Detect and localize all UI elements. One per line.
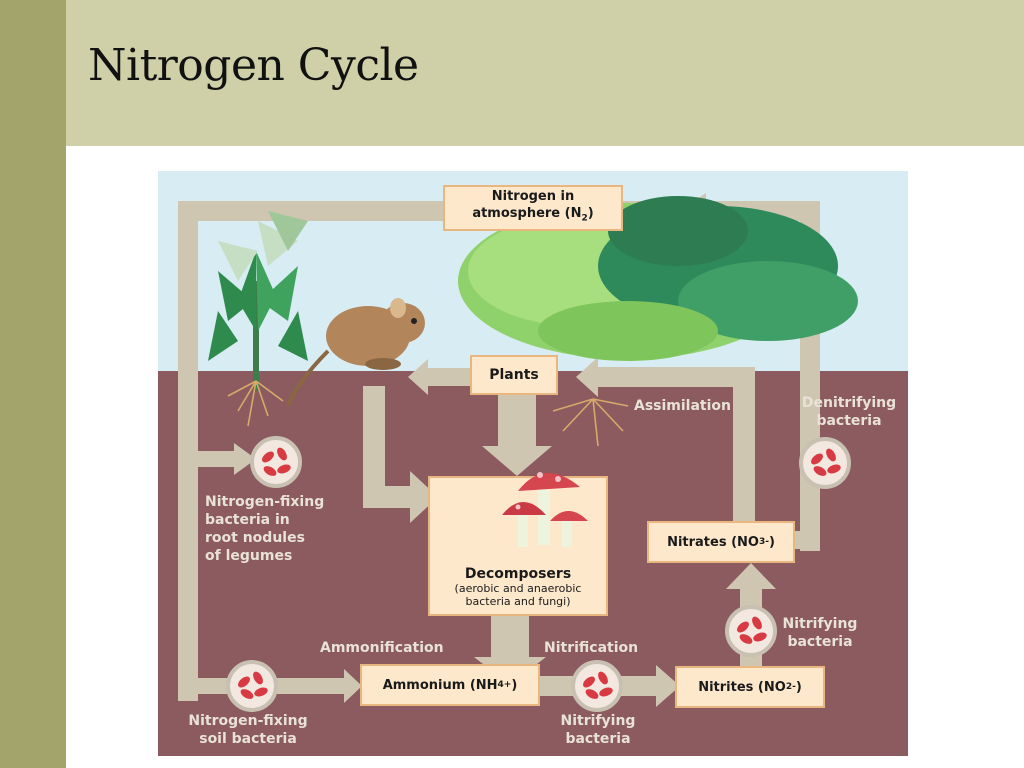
- left-accent-bar: [0, 0, 66, 768]
- arrow-to-decomposers-left: [410, 471, 438, 523]
- arrow-assimilation: [576, 357, 598, 397]
- ammonification-label: Ammonification: [320, 640, 444, 656]
- plants-box: Plants: [470, 355, 558, 395]
- legume-bacteria-line1: Nitrogen-fixing: [205, 494, 325, 510]
- nitrifying-upper-line2: bacteria: [787, 634, 853, 650]
- nitrogen-cycle-diagram: Decomposers (aerobic and anaerobic bacte…: [158, 171, 908, 756]
- arrow-to-legume-bacteria: [234, 443, 256, 475]
- denitrifying-label: Denitrifying bacteria: [794, 394, 904, 430]
- atmosphere-paren: ): [587, 206, 594, 222]
- bacteria-legume: [250, 436, 302, 488]
- legume-bacteria-label: Nitrogen-fixing bacteria in root nodules…: [205, 493, 324, 565]
- nitrates-subscript: 3: [758, 537, 766, 547]
- atmosphere-label-line1: Nitrogen in: [491, 189, 575, 205]
- soil-bacteria-line2: soil bacteria: [199, 731, 297, 747]
- denitrifying-line1: Denitrifying: [801, 395, 897, 411]
- legume-bacteria-line4: of legumes: [205, 548, 293, 564]
- nitrates-superscript: -: [765, 537, 769, 547]
- plants-label: Plants: [489, 367, 539, 383]
- denitrifying-line2: bacteria: [816, 413, 882, 429]
- bacteria-nitrifying-upper: [725, 605, 777, 657]
- arrow-plants-left: [408, 359, 428, 395]
- nitrites-paren: ): [795, 679, 802, 695]
- nitrites-superscript: -: [792, 682, 796, 692]
- legume-plant: [208, 211, 308, 427]
- arrow-to-nitrates: [726, 563, 776, 589]
- slide-title: Nitrogen Cycle: [88, 40, 419, 91]
- tree-foliage: [458, 196, 858, 447]
- nitrates-paren: ): [768, 534, 775, 550]
- decomposers-detail-2: bacteria and fungi): [465, 595, 571, 608]
- decomposers-detail-1: (aerobic and anaerobic: [454, 582, 582, 595]
- atmosphere-box: Nitrogen in atmosphere (N2): [443, 185, 623, 231]
- atmosphere-label-line2: atmosphere (N: [472, 206, 582, 222]
- nitrates-label: Nitrates (NO: [667, 534, 759, 550]
- soil-bacteria-label: Nitrogen-fixing soil bacteria: [178, 712, 318, 748]
- nitrifying-lower-line2: bacteria: [565, 731, 631, 747]
- mushroom-icon: [502, 472, 588, 547]
- bacteria-nitrifying-lower: [571, 660, 623, 712]
- ammonium-paren: ): [511, 677, 518, 693]
- bacteria-denitrifying: [799, 437, 851, 489]
- arrow-to-nitrites: [656, 665, 680, 707]
- diagram-art: [158, 171, 908, 756]
- nitrites-subscript: 2: [785, 682, 793, 692]
- bacteria-soil: [226, 660, 278, 712]
- ammonium-superscript: +: [503, 680, 512, 690]
- left-loop-arrow: [178, 201, 198, 701]
- nitrifying-lower-line1: Nitrifying: [560, 713, 636, 729]
- legume-bacteria-line3: root nodules: [205, 530, 305, 546]
- soil-bacteria-line1: Nitrogen-fixing: [188, 713, 308, 729]
- nitrites-label: Nitrites (NO: [698, 679, 786, 695]
- nitrifying-lower-label: Nitrifying bacteria: [543, 712, 653, 748]
- decomposers-title: Decomposers: [464, 566, 572, 582]
- arrow-plants-to-decomposers: [482, 446, 552, 476]
- assimilation-label: Assimilation: [634, 398, 732, 414]
- legume-bacteria-line2: bacteria in: [205, 512, 290, 528]
- rodent-illustration: [286, 298, 425, 407]
- atmosphere-subscript: 2: [581, 213, 588, 224]
- nitrification-label: Nitrification: [544, 640, 639, 656]
- nitrifying-upper-label: Nitrifying bacteria: [770, 615, 870, 651]
- ammonium-label: Ammonium (NH: [382, 677, 498, 693]
- nitrifying-upper-line1: Nitrifying: [782, 616, 858, 632]
- ammonium-subscript: 4: [497, 680, 504, 690]
- arrow-to-ammonium: [344, 669, 362, 703]
- slide-header: [66, 0, 1024, 146]
